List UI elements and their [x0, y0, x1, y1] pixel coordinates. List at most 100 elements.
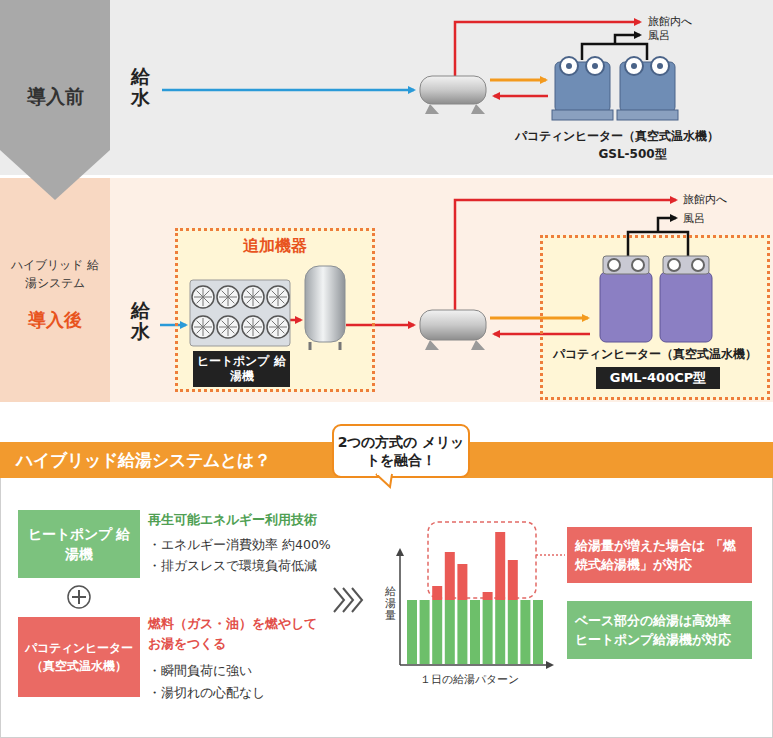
- rect-shape: [520, 600, 530, 664]
- rect-shape: [508, 560, 518, 600]
- path-shape: [490, 317, 588, 320]
- rect-shape: [445, 600, 455, 664]
- node-text: パコティンヒーター （真空式温水機）: [18, 639, 140, 675]
- rect-shape: [600, 272, 652, 342]
- rect-shape: [407, 600, 417, 664]
- stage-panel: ハイブリッド 給湯システム導入後: [0, 178, 110, 402]
- vertical-label: 給水: [131, 66, 150, 108]
- rect-shape: [420, 76, 486, 104]
- text-label: ・エネルギー消費効率 約400%: [148, 537, 331, 554]
- circle-shape: [566, 63, 572, 69]
- node-text: 導入前: [0, 84, 110, 110]
- circle-shape: [192, 286, 214, 308]
- rect-shape: [1, 478, 773, 738]
- path-shape: [376, 474, 392, 487]
- rect-shape: [175, 228, 375, 392]
- node-text: ベース部分の給湯は高効率 ヒートポンプ給湯機が対応: [567, 611, 752, 650]
- line-shape: [222, 321, 235, 334]
- node-text: 2つの方式の メリットを融合！: [334, 433, 468, 469]
- line-shape: [272, 321, 285, 334]
- rect-shape: [483, 600, 493, 664]
- circle-shape: [267, 286, 289, 308]
- rect-shape: [495, 532, 505, 600]
- path-shape: [162, 89, 414, 92]
- rect-shape: [428, 522, 536, 598]
- circle-shape: [632, 259, 644, 271]
- path-shape: [425, 104, 485, 114]
- rect-shape: [483, 592, 493, 600]
- path-shape: [310, 342, 340, 350]
- plus-symbol: [68, 586, 90, 608]
- node-text: 追加機器: [178, 236, 372, 257]
- path-shape: [455, 22, 640, 76]
- node-text: ハイブリッド 給湯システム: [6, 256, 104, 292]
- rect-shape: [603, 256, 649, 274]
- rect-shape: [660, 272, 712, 342]
- rect-shape: [508, 600, 518, 664]
- text-label: 風呂: [648, 28, 670, 43]
- node-text: パコティンヒーター（真空式温水機）: [543, 346, 767, 363]
- rect-shape: [0, 178, 773, 402]
- vertical-label: 給水: [131, 300, 150, 342]
- path-shape: [377, 473, 391, 475]
- callout-box: 給湯量が増えた場合は 「燃焼式給湯機」が対応: [567, 527, 752, 583]
- path-shape: [425, 340, 485, 350]
- path-shape: [346, 324, 414, 327]
- circle-shape: [242, 316, 264, 338]
- path-shape: [160, 324, 186, 327]
- added-equipment-box: 追加機器ヒートポンプ 給湯機: [175, 228, 375, 392]
- line-shape: [197, 291, 210, 304]
- rect-shape: [617, 110, 678, 120]
- circle-shape: [192, 316, 214, 338]
- node-text: ヒートポンプ 給湯機: [193, 354, 290, 384]
- line-shape: [272, 291, 285, 304]
- rect-shape: [190, 280, 290, 346]
- rect-shape: [495, 600, 505, 664]
- circle-shape: [668, 259, 680, 271]
- model-tag: GML-400CP型: [596, 367, 720, 389]
- circle-shape: [267, 316, 289, 338]
- rect-shape: [552, 110, 613, 120]
- path-shape: [399, 550, 401, 665]
- rect-shape: [533, 600, 543, 664]
- text-label: パコティンヒーター（真空式温水機）: [515, 128, 719, 145]
- text-label: ・排ガスレスで環境負荷低減: [148, 558, 317, 575]
- text-label: 再生可能エネルギー利用技術: [148, 511, 317, 529]
- path-shape: [615, 35, 640, 44]
- callout-box: ベース部分の給湯は高効率 ヒートポンプ給湯機が対応: [567, 601, 752, 659]
- storage-tank: [305, 266, 345, 350]
- chevrons: [334, 588, 362, 612]
- line-shape: [247, 321, 260, 334]
- vertical-label: 給湯量: [385, 586, 396, 622]
- rect-shape: [305, 266, 345, 342]
- rect-shape: [432, 586, 442, 600]
- boilers-after: [600, 256, 712, 342]
- node-text: GML-400CP型: [610, 369, 707, 387]
- circle-shape: [68, 586, 90, 608]
- circle-shape: [217, 286, 239, 308]
- rect-shape: [0, 0, 773, 175]
- boiler-box: パコティンヒーター（真空式温水機） GML-400CP型: [540, 235, 770, 400]
- path-shape: [352, 588, 362, 612]
- node-text: ヒートポンプ 給湯機: [18, 524, 140, 565]
- circle-shape: [631, 63, 637, 69]
- path-shape: [290, 319, 301, 322]
- circle-shape: [592, 63, 598, 69]
- circle-shape: [560, 57, 578, 75]
- circle-shape: [242, 286, 264, 308]
- method-box: パコティンヒーター （真空式温水機）: [18, 617, 140, 697]
- method-box: ヒートポンプ 給湯機: [18, 510, 140, 578]
- line-shape: [197, 321, 210, 334]
- rect-shape: [445, 552, 455, 600]
- node-text: 給湯量が増えた場合は 「燃焼式給湯機」が対応: [567, 536, 752, 575]
- circle-shape: [651, 57, 669, 75]
- line-shape: [247, 291, 260, 304]
- rect-shape: [457, 564, 467, 600]
- boilers-before: [552, 57, 678, 120]
- rect-shape: [420, 600, 430, 664]
- text-label: 旅館内へ: [683, 192, 727, 207]
- circle-shape: [657, 63, 663, 69]
- circle-shape: [625, 57, 643, 75]
- text-label: 燃料（ガス・油）を燃やして お湯をつくる: [148, 614, 330, 653]
- path-shape: [400, 664, 552, 666]
